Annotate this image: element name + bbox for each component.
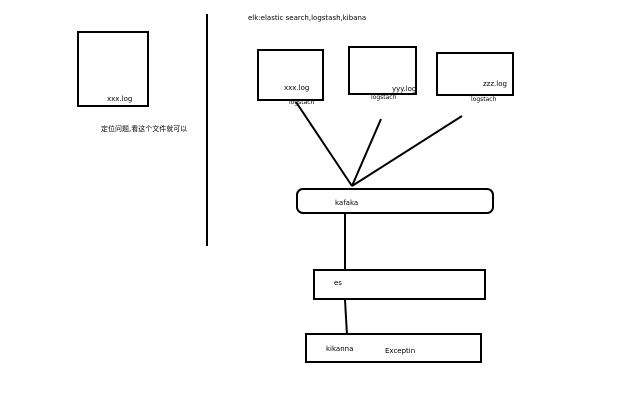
connector-zzz-to-kafka — [351, 115, 463, 187]
elk-title: elk:elastic search,logstash,kibana — [248, 14, 367, 22]
log-file-box — [77, 31, 149, 107]
kafka-box — [296, 188, 494, 214]
source-file-xxx: xxx.log — [284, 84, 310, 92]
source-agent-zzz: logstach — [471, 96, 497, 103]
connector-es-to-kikanna — [344, 299, 348, 336]
connector-yyy-to-kafka — [351, 118, 382, 187]
source-file-yyy: yyy.log — [392, 85, 417, 93]
source-box-zzz — [436, 52, 514, 96]
exception-label: Exceptin — [385, 347, 416, 355]
source-agent-xxx: logstach — [289, 99, 315, 106]
log-file-label: xxx.log — [107, 95, 133, 103]
connector-xxx-to-kafka — [295, 101, 353, 187]
kikanna-label: kikanna — [326, 345, 354, 353]
es-box — [313, 269, 486, 300]
left-note: 定位问题,看这个文件就可以 — [101, 125, 188, 133]
source-box-xxx — [257, 49, 324, 101]
kafka-label: kafaka — [335, 199, 359, 207]
source-agent-yyy: logstach — [371, 94, 397, 101]
es-label: es — [334, 279, 342, 287]
source-file-zzz: zzz.log — [483, 80, 507, 88]
kikanna-box — [305, 333, 482, 363]
source-box-yyy — [348, 46, 417, 95]
